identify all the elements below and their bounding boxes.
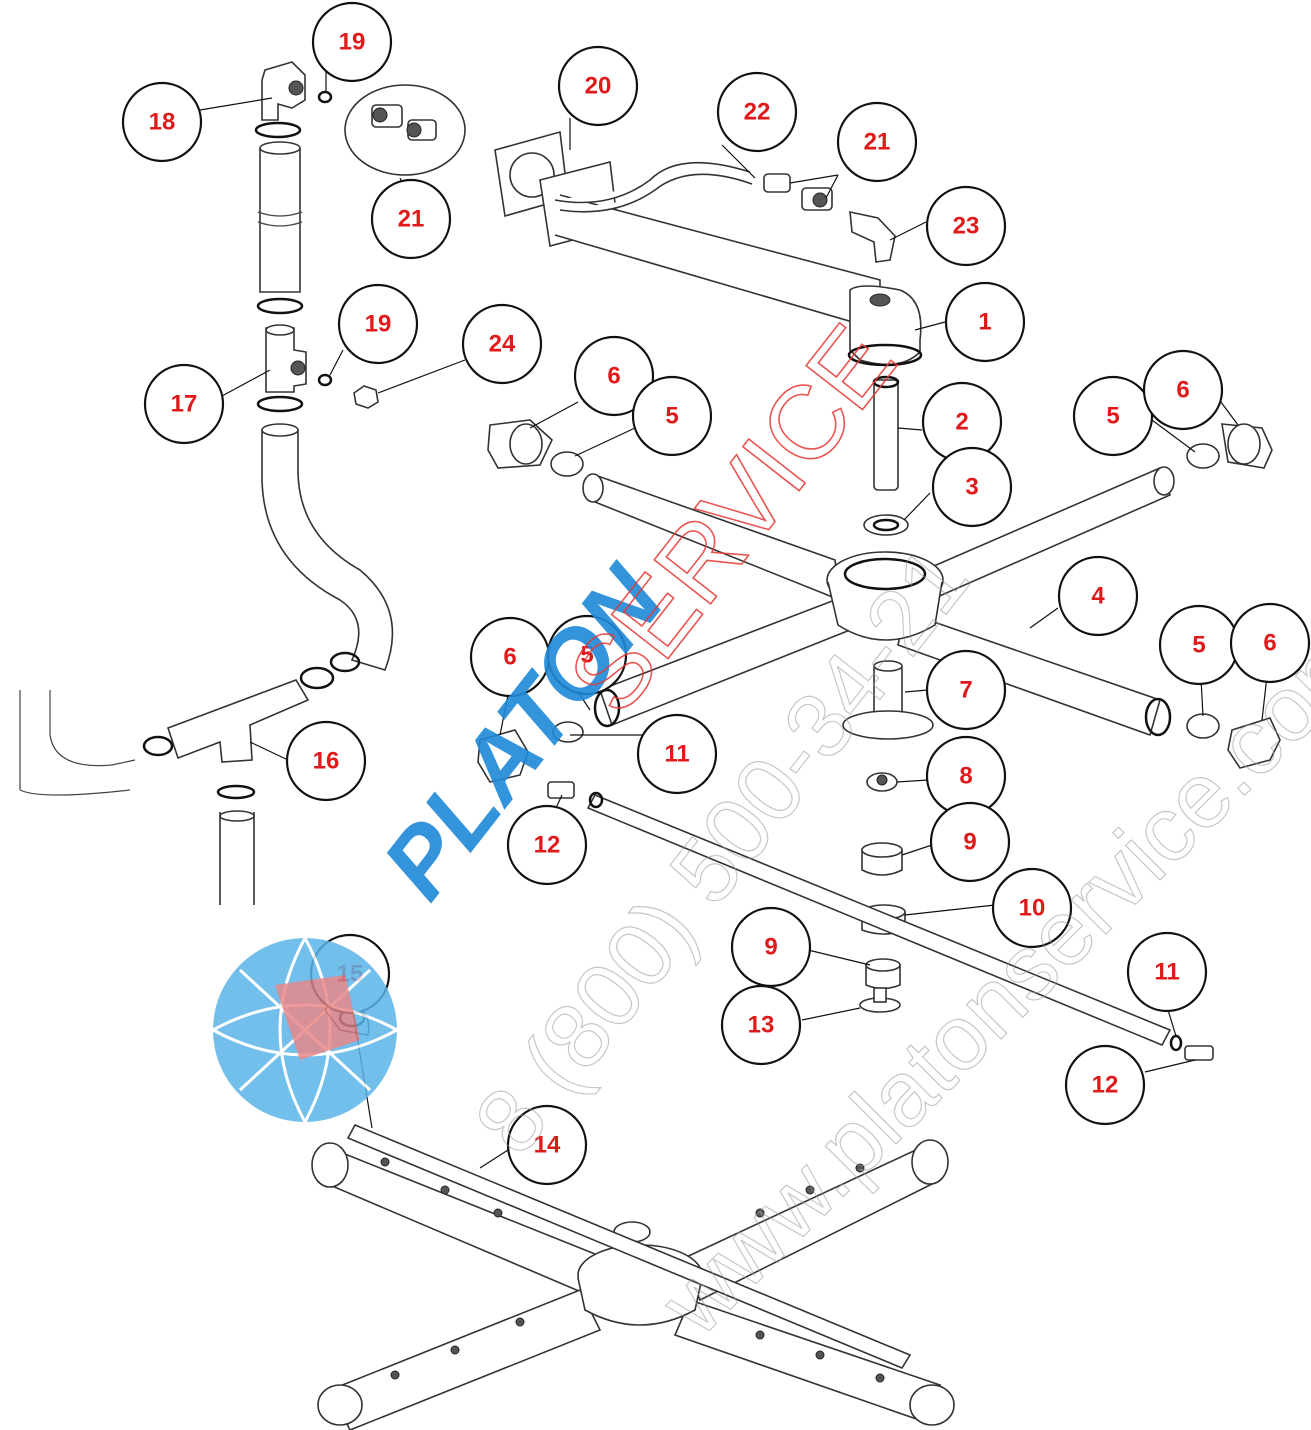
callout-label-10: 10	[1019, 895, 1046, 922]
callout-1: 1	[944, 281, 1026, 363]
callout-label-18: 18	[149, 109, 176, 136]
callout-label-5-lower-right: 5	[1192, 632, 1205, 659]
callout-4: 4	[1057, 555, 1139, 637]
part-lower-spray-arm	[311, 1000, 955, 1430]
callout-label-2: 2	[955, 409, 968, 436]
callouts: 18 19 21 20 22 21 23 1 19 24 17 6 5 2 5 …	[121, 1, 1311, 1186]
callout-5-lower-left: 5	[546, 614, 628, 696]
callout-20: 20	[557, 45, 639, 127]
callout-6-upper-left: 6	[573, 335, 655, 417]
callout-14: 14	[506, 1104, 588, 1186]
callout-label-17: 17	[171, 391, 198, 418]
callout-label-19-top: 19	[339, 29, 366, 56]
callout-23: 23	[925, 185, 1007, 267]
callout-21-right: 21	[836, 101, 918, 183]
callout-label-12-left: 12	[534, 832, 561, 859]
callout-6-upper-right: 6	[1142, 349, 1224, 431]
callout-label-1: 1	[978, 309, 991, 336]
callout-6-lower-right: 6	[1229, 602, 1311, 684]
callout-12-right: 12	[1064, 1044, 1146, 1126]
callout-label-24: 24	[489, 331, 516, 358]
callout-22: 22	[716, 71, 798, 153]
callout-18: 18	[121, 81, 203, 163]
callout-16: 16	[285, 720, 367, 802]
callout-24: 24	[461, 303, 543, 385]
part-shaft	[863, 375, 909, 536]
callout-5-upper-right: 5	[1072, 375, 1154, 457]
part-hub-assembly	[842, 660, 934, 1013]
callout-13: 13	[720, 984, 802, 1066]
callout-label-11-left: 11	[664, 741, 689, 768]
callout-label-4: 4	[1091, 583, 1105, 610]
callout-label-3: 3	[965, 474, 978, 501]
callout-5-lower-right: 5	[1158, 604, 1240, 686]
callout-label-6-lower-right: 6	[1263, 630, 1276, 657]
callout-19-top: 19	[311, 1, 393, 83]
callout-label-9-lower: 9	[764, 934, 777, 961]
callout-9-lower: 9	[730, 906, 812, 988]
callout-9-upper: 9	[929, 801, 1011, 883]
callout-label-21-left: 21	[398, 206, 425, 233]
callout-label-14: 14	[534, 1132, 561, 1159]
callout-label-19-mid: 19	[365, 311, 392, 338]
callout-21-left: 21	[370, 178, 452, 260]
callout-label-5-upper-left: 5	[665, 403, 678, 430]
callout-label-9-upper: 9	[963, 829, 976, 856]
parts-drawing	[19, 61, 1281, 1430]
callout-10: 10	[991, 867, 1073, 949]
callout-label-6-upper-right: 6	[1176, 377, 1189, 404]
part-fittings-left	[317, 84, 466, 409]
callout-label-20: 20	[585, 73, 612, 100]
part-upper-spray-arm	[477, 419, 1281, 783]
callout-label-5-lower-left: 5	[580, 642, 593, 669]
callout-label-7: 7	[959, 677, 972, 704]
part-supply-arm	[494, 130, 923, 367]
callout-7: 7	[925, 649, 1007, 731]
callout-11-left: 11	[636, 713, 718, 795]
callout-2: 2	[921, 381, 1003, 463]
callout-label-5-upper-right: 5	[1106, 403, 1119, 430]
callout-label-13: 13	[748, 1012, 775, 1039]
callout-5-upper-left: 5	[631, 375, 713, 457]
callout-label-22: 22	[744, 99, 771, 126]
callout-12-left: 12	[506, 804, 588, 886]
callout-label-6-upper-left: 6	[607, 363, 620, 390]
callout-label-12-right: 12	[1092, 1072, 1119, 1099]
callout-3: 3	[931, 446, 1013, 528]
callout-17: 17	[143, 363, 225, 445]
part-upper-tube	[547, 781, 1214, 1061]
callout-8: 8	[925, 735, 1007, 817]
callout-19-mid: 19	[337, 283, 419, 365]
globe-logo-icon	[212, 937, 398, 1123]
callout-label-11-right: 11	[1154, 959, 1179, 986]
callout-11-right: 11	[1126, 931, 1208, 1013]
callout-label-8: 8	[959, 763, 972, 790]
callout-label-23: 23	[953, 213, 980, 240]
callout-label-6-lower-left: 6	[503, 644, 516, 671]
callout-label-16: 16	[313, 748, 340, 775]
callout-label-21-right: 21	[864, 129, 891, 156]
part-supply-pipe	[19, 61, 394, 905]
